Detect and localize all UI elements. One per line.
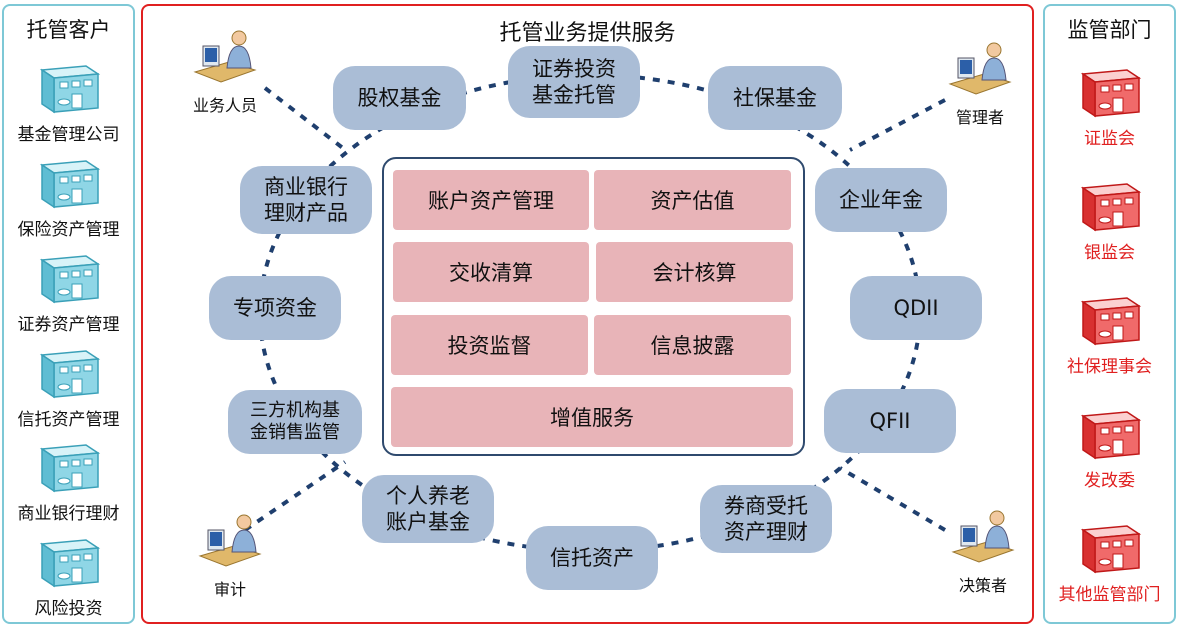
service-label: 信托资产 <box>550 545 634 570</box>
service-enterprise-annuity[interactable]: 企业年金 <box>815 168 947 232</box>
connector-business-staff <box>263 86 350 154</box>
core-information-disclosure[interactable]: 信息披露 <box>594 315 791 375</box>
service-trust-assets[interactable]: 信托资产 <box>526 526 658 590</box>
service-broker-wealth[interactable]: 券商受托 资产理财 <box>700 485 832 553</box>
service-label: 三方机构基 金销售监管 <box>250 399 340 444</box>
regulator-other: 其他监管部门 <box>1045 512 1174 605</box>
service-label: QFII <box>869 408 911 433</box>
building-icon <box>1080 525 1141 574</box>
regulator-label: 发改委 <box>1084 471 1135 491</box>
service-social-security-fund[interactable]: 社保基金 <box>708 66 842 130</box>
person-label: 业务人员 <box>192 96 257 115</box>
regulators-panel-title: 监管部门 <box>1067 18 1152 42</box>
core-service-label: 资产估值 <box>650 189 735 213</box>
client-label: 风险投资 <box>34 599 103 619</box>
person-at-desk-icon <box>198 514 262 567</box>
client-venture-capital: 风险投资 <box>4 526 133 619</box>
service-label: 社保基金 <box>733 85 817 110</box>
service-special-funds[interactable]: 专项资金 <box>209 276 341 340</box>
regulator-label: 其他监管部门 <box>1058 585 1161 605</box>
core-accounting[interactable]: 会计核算 <box>596 242 793 302</box>
service-personal-pension[interactable]: 个人养老 账户基金 <box>362 475 494 543</box>
services-panel-title: 托管业务提供服务 <box>499 21 676 46</box>
client-insurance-asset: 保险资产管理 <box>4 147 133 240</box>
client-label: 基金管理公司 <box>17 125 120 145</box>
building-icon <box>39 255 100 304</box>
clients-panel-title: 托管客户 <box>26 18 111 42</box>
person-decision-maker: 决策者 <box>938 508 1028 596</box>
regulators-panel: 监管部门 证监会 银监会 <box>1043 4 1176 624</box>
building-icon <box>39 539 100 588</box>
client-fund-management: 基金管理公司 <box>4 52 133 145</box>
service-label: 个人养老 账户基金 <box>386 483 470 534</box>
person-label: 决策者 <box>958 576 1007 595</box>
clients-panel: 托管客户 基金管理公司 保险资产管理 <box>2 4 135 624</box>
person-audit: 审计 <box>190 512 270 600</box>
building-icon <box>1080 69 1141 118</box>
core-service-label: 投资监督 <box>447 334 532 358</box>
person-at-desk-icon <box>951 510 1015 563</box>
service-qdii[interactable]: QDII <box>850 276 982 340</box>
service-label: 商业银行 理财产品 <box>264 174 348 225</box>
person-at-desk-icon <box>193 30 257 83</box>
regulator-cbrc: 银监会 <box>1045 170 1174 263</box>
core-asset-valuation[interactable]: 资产估值 <box>594 170 791 230</box>
building-icon <box>39 350 100 399</box>
connector-decision-maker <box>838 466 947 532</box>
service-label: 股权基金 <box>357 85 442 110</box>
connector-audit <box>243 460 347 532</box>
service-label: 企业年金 <box>839 187 923 212</box>
core-service-label: 会计核算 <box>652 261 737 285</box>
person-label: 审计 <box>213 580 246 599</box>
person-at-desk-icon <box>948 42 1012 95</box>
core-service-label: 增值服务 <box>550 406 634 430</box>
core-service-label: 信息披露 <box>650 334 735 358</box>
regulator-ndrc: 发改委 <box>1045 398 1174 491</box>
person-business-staff: 业务人员 <box>180 28 270 116</box>
building-icon <box>39 160 100 209</box>
building-icon <box>1080 297 1141 346</box>
building-icon <box>39 444 100 493</box>
client-label: 证券资产管理 <box>17 315 120 335</box>
building-icon <box>1080 183 1141 232</box>
person-manager: 管理者 <box>935 40 1025 128</box>
client-label: 信托资产管理 <box>17 410 120 430</box>
regulator-label: 证监会 <box>1084 129 1135 149</box>
service-label: 专项资金 <box>233 295 317 320</box>
core-account-asset-management[interactable]: 账户资产管理 <box>393 170 589 230</box>
client-bank-wealth: 商业银行理财 <box>4 431 133 524</box>
client-label: 保险资产管理 <box>17 220 120 240</box>
services-panel: 托管业务提供服务 <box>141 4 1034 624</box>
core-service-label: 交收清算 <box>449 261 533 285</box>
core-investment-supervision[interactable]: 投资监督 <box>391 315 588 375</box>
client-trust-asset: 信托资产管理 <box>4 337 133 430</box>
regulator-social-security-council: 社保理事会 <box>1045 284 1174 377</box>
core-settlement-clearing[interactable]: 交收清算 <box>393 242 589 302</box>
service-bank-wealth-products[interactable]: 商业银行 理财产品 <box>240 166 372 234</box>
core-services-box: 账户资产管理 资产估值 交收清算 会计核算 投资监督 信息披露 增值服务 <box>382 157 805 456</box>
service-label: 券商受托 资产理财 <box>724 493 808 544</box>
regulator-csrc: 证监会 <box>1045 56 1174 149</box>
regulator-label: 社保理事会 <box>1067 357 1152 377</box>
service-securities-custody[interactable]: 证券投资 基金托管 <box>508 46 640 118</box>
service-equity-fund[interactable]: 股权基金 <box>333 66 466 130</box>
service-label: QDII <box>893 295 939 320</box>
client-label: 商业银行理财 <box>17 504 120 524</box>
connector-manager <box>849 98 946 152</box>
service-qfii[interactable]: QFII <box>824 389 956 453</box>
building-icon <box>39 65 100 114</box>
person-label: 管理者 <box>955 108 1004 127</box>
client-securities-asset: 证券资产管理 <box>4 242 133 335</box>
building-icon <box>1080 411 1141 460</box>
core-service-label: 账户资产管理 <box>428 189 554 213</box>
core-value-added-services[interactable]: 增值服务 <box>391 387 793 447</box>
service-third-party-sales[interactable]: 三方机构基 金销售监管 <box>228 390 362 454</box>
service-label: 证券投资 基金托管 <box>532 56 616 107</box>
regulator-label: 银监会 <box>1084 243 1135 263</box>
